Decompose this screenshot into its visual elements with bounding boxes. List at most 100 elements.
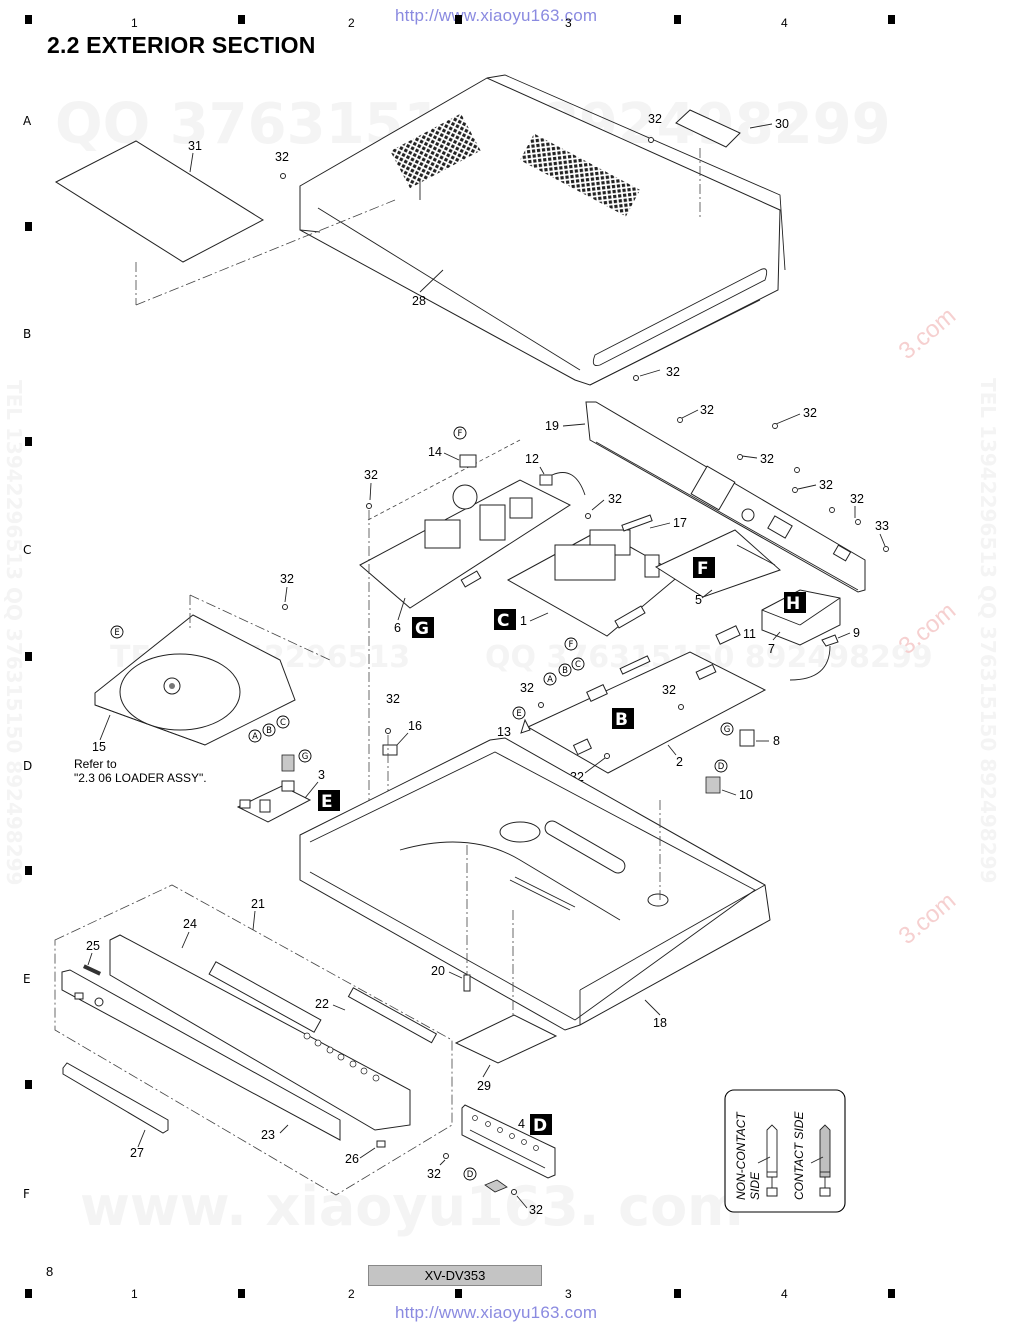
board-label-c-text: C xyxy=(497,611,509,631)
callout-32-a: 32 xyxy=(275,150,289,164)
callout-15: 15 xyxy=(92,740,106,754)
callout-5: 5 xyxy=(695,593,702,607)
grid-marker-left-5 xyxy=(25,1080,32,1089)
callout-23: 23 xyxy=(261,1128,275,1142)
connector-mark-g-8 xyxy=(720,722,734,736)
loader-note-line2: "2.3 06 LOADER ASSY". xyxy=(74,771,207,785)
board-label-d xyxy=(530,1114,552,1135)
svg-text:F: F xyxy=(458,429,463,439)
grid-row-c: C xyxy=(23,543,32,557)
bottom-url-watermark: http://www.xiaoyu163.com xyxy=(395,1303,598,1322)
part-25 xyxy=(82,964,102,976)
cable-12 xyxy=(539,474,553,486)
cable-14 xyxy=(459,454,477,468)
board-f xyxy=(654,529,781,598)
grid-marker-top-1 xyxy=(238,15,245,24)
cable-d xyxy=(484,1179,508,1193)
callout-25: 25 xyxy=(86,939,100,953)
callout-32-j: 32 xyxy=(608,492,622,506)
page-title: 2.2 EXTERIOR SECTION xyxy=(47,32,316,58)
callout-22: 22 xyxy=(315,997,329,1011)
board-label-e xyxy=(318,790,340,811)
grid-marker-left-1 xyxy=(25,222,32,231)
svg-text:A: A xyxy=(547,675,553,685)
callout-28: 28 xyxy=(412,294,426,308)
callout-12: 12 xyxy=(525,452,539,466)
callout-32-k: 32 xyxy=(520,681,534,695)
callout-29: 29 xyxy=(477,1079,491,1093)
top-url-watermark: http://www.xiaoyu163.com xyxy=(395,6,598,25)
board-e xyxy=(236,780,312,823)
svg-text:A: A xyxy=(252,732,258,742)
callout-27: 27 xyxy=(130,1146,144,1160)
front-bezel-23 xyxy=(61,969,341,1141)
callout-1: 1 xyxy=(520,614,527,628)
callout-17: 17 xyxy=(673,516,687,530)
callout-26: 26 xyxy=(345,1152,359,1166)
svg-text:F: F xyxy=(569,640,574,650)
part-26 xyxy=(376,1140,386,1148)
grid-col-2-top: 2 xyxy=(348,16,355,30)
connector-mark-e-loader xyxy=(110,625,124,639)
top-cover-28 xyxy=(299,74,786,386)
buttons-22 xyxy=(347,987,438,1044)
board-b xyxy=(526,651,767,774)
loader-note-line1: Refer to xyxy=(74,757,117,771)
grid-marker-bottom-2 xyxy=(455,1289,462,1298)
callout-32-g: 32 xyxy=(819,478,833,492)
ffc-contact-icon xyxy=(819,1124,831,1178)
grid-col-3-top: 3 xyxy=(565,16,572,30)
callout-32-b: 32 xyxy=(648,112,662,126)
callout-30: 30 xyxy=(775,117,789,131)
board-label-f-text: F xyxy=(697,559,709,579)
callout-32-h: 32 xyxy=(850,492,864,506)
bracket-16 xyxy=(382,744,398,756)
svg-text:D: D xyxy=(718,762,725,772)
grid-marker-top-0 xyxy=(25,15,32,24)
front-panel-assy-21-outline xyxy=(54,884,453,1196)
grid-marker-left-2 xyxy=(25,437,32,446)
connector-17 xyxy=(621,514,653,532)
cable-8 xyxy=(739,729,755,747)
legend-non-contact-line1: NON-CONTACT xyxy=(734,1111,748,1200)
callout-32-c: 32 xyxy=(666,365,680,379)
cable-g-e xyxy=(281,754,295,772)
part-9 xyxy=(821,634,839,647)
ffc-contact-legend: NON-CONTACT SIDE CONTACT SIDE xyxy=(724,1089,846,1213)
cable-10 xyxy=(705,776,721,794)
ffc-non-contact-icon xyxy=(766,1124,778,1178)
callout-21: 21 xyxy=(251,897,265,911)
callout-11: 11 xyxy=(743,627,756,641)
grid-row-e: E xyxy=(23,972,31,986)
callout-3: 3 xyxy=(318,768,325,782)
callout-7: 7 xyxy=(768,642,775,656)
callout-4: 4 xyxy=(518,1117,525,1131)
window-27 xyxy=(62,1062,169,1134)
connector-mark-e-13 xyxy=(512,706,526,720)
callout-32-i: 32 xyxy=(364,468,378,482)
callout-32-e: 32 xyxy=(803,406,817,420)
grid-col-3-bottom: 3 xyxy=(565,1287,572,1301)
callout-32-n: 32 xyxy=(280,572,294,586)
grid-marker-left-3 xyxy=(25,652,32,661)
sheet-29 xyxy=(454,1014,558,1064)
board-label-e-text: E xyxy=(321,792,333,812)
callout-32-d: 32 xyxy=(700,403,714,417)
watermark-bottom-big: www. xiaoyu163. com xyxy=(80,1175,744,1238)
chassis-18 xyxy=(299,737,771,1031)
grid-marker-bottom-3 xyxy=(674,1289,681,1298)
rear-panel-19 xyxy=(585,401,866,593)
legend-non-contact-line2: SIDE xyxy=(748,1171,762,1200)
board-label-c xyxy=(494,609,516,630)
svg-text:C: C xyxy=(575,660,581,670)
board-label-g xyxy=(412,617,434,638)
callout-32-l: 32 xyxy=(662,683,676,697)
grid-row-f: F xyxy=(23,1187,30,1201)
callout-32-o: 32 xyxy=(386,692,400,706)
grid-col-1-top: 1 xyxy=(131,16,138,30)
cable-11 xyxy=(715,625,741,645)
callout-9: 9 xyxy=(853,626,860,640)
grid-row-d: D xyxy=(23,759,33,773)
board-c xyxy=(506,529,681,637)
